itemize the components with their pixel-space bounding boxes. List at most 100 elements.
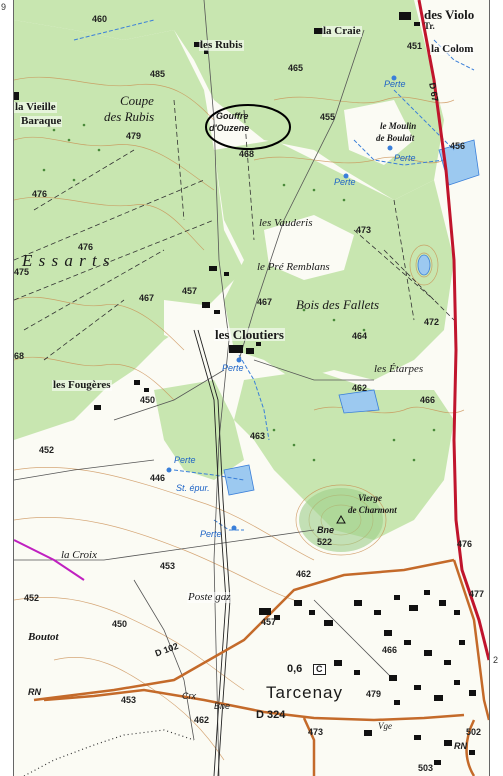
spot-height-460: 460	[92, 14, 108, 24]
place-de-boulait: de Boulait	[376, 133, 415, 143]
clearing-3	[164, 300, 214, 345]
place-la-croix: la Croix	[61, 549, 97, 561]
spot-height-476b: 476	[78, 242, 94, 252]
edge-number-top: 9	[1, 2, 7, 12]
pond-etarpes	[338, 389, 380, 414]
road-se-loop	[465, 719, 476, 776]
place-les-cloutiers: les Cloutiers	[214, 327, 285, 342]
spot-height-463: 463	[250, 431, 266, 441]
place-gouffre: Gouffre	[216, 111, 249, 121]
forest-west	[14, 20, 244, 440]
label-perte-6: Perte	[200, 529, 222, 539]
clearing-1	[264, 215, 354, 280]
spot-height-464: 464	[352, 331, 368, 341]
map-canvas	[14, 0, 489, 776]
spot-height-457: 457	[182, 286, 198, 296]
road-label-rn-1: RN	[28, 687, 41, 697]
place-vierge: Vierge	[358, 493, 382, 503]
power-line	[14, 539, 85, 581]
spot-height-476c: 476	[457, 539, 473, 549]
spot-height-446: 446	[150, 473, 166, 483]
label-crx: Crx	[182, 691, 196, 701]
spot-height-522: 522	[317, 537, 333, 547]
spot-height-453a: 453	[160, 561, 176, 571]
spot-height-473b: 473	[308, 727, 324, 737]
pond-station	[223, 464, 255, 496]
orchard-dots	[42, 123, 436, 462]
place-bois-des-fallets: Bois des Fallets	[296, 297, 380, 312]
label-vge: Vge	[378, 721, 392, 731]
spot-height-473: 473	[356, 225, 372, 235]
pond-east	[417, 254, 431, 276]
spot-height-457b: 457	[261, 617, 277, 627]
label-poste-gaz: Poste gaz	[187, 591, 232, 603]
spot-height-462c: 462	[194, 715, 210, 725]
spot-height-479b: 479	[366, 689, 382, 699]
hill-contour-5	[415, 252, 433, 278]
right-margin: 2	[490, 0, 503, 776]
label-bne-boundary: Bne	[214, 701, 231, 711]
forest-southwest	[154, 380, 244, 480]
road-south	[302, 717, 316, 776]
hill-contour-1	[295, 484, 387, 556]
main-road-d67	[417, 0, 489, 661]
label-perte-2: Perte	[394, 153, 416, 163]
spot-height-68: 68	[14, 351, 25, 361]
place-des-rubis: des Rubis	[104, 109, 155, 124]
spot-height-450a: 450	[140, 395, 156, 405]
spot-height-452a: 452	[39, 445, 55, 455]
place-le-moulin: le Moulin	[380, 121, 417, 131]
label-0-6: 0,6	[287, 663, 303, 675]
spot-height-476a: 476	[32, 189, 48, 199]
hill-shade	[299, 488, 383, 552]
spot-height-465: 465	[288, 63, 304, 73]
summit-marker	[336, 514, 346, 524]
spot-height-453b: 453	[121, 695, 137, 705]
tracks-double	[193, 329, 231, 776]
spot-height-455: 455	[320, 112, 336, 122]
road-label-d67: D 67	[427, 81, 441, 103]
spot-height-479: 479	[126, 131, 142, 141]
spot-height-451: 451	[407, 41, 423, 51]
hill-contour-4	[409, 244, 439, 286]
spot-height-462b: 462	[296, 569, 312, 579]
spot-height-477: 477	[469, 589, 485, 599]
spot-height-472: 472	[424, 317, 440, 327]
label-perte-4: Perte	[222, 363, 244, 373]
spot-height-467a: 467	[139, 293, 155, 303]
label-bne-summit: Bne	[317, 525, 335, 535]
forest-north	[14, 0, 444, 200]
place-la-craie: la Craie	[322, 25, 362, 37]
road-d324	[43, 688, 465, 722]
place-le-pre-remblans: le Pré Remblans	[257, 261, 330, 273]
secondary-roads	[33, 558, 489, 776]
annotation-circle-gouffre	[205, 104, 291, 150]
spot-height-450b: 450	[112, 619, 128, 629]
clearing-2	[344, 100, 414, 165]
label-box-c: C	[313, 664, 326, 675]
spot-height-466a: 466	[420, 395, 436, 405]
road-label-rn-2: RN	[454, 741, 467, 751]
place-des-violons: des Violo	[424, 7, 475, 22]
buildings	[14, 12, 476, 765]
place-les-rubis: les Rubis	[199, 39, 244, 51]
place-essarts: E s s a r t s	[22, 251, 111, 270]
place-la-vieille: la Vieille	[14, 101, 57, 113]
label-perte-5: Perte	[174, 455, 196, 465]
sinkhole-symbols	[166, 75, 397, 531]
place-d-ouzene: d'Ouzene	[209, 123, 250, 133]
label-perte-1: Perte	[384, 79, 406, 89]
spot-height-475: 475	[14, 267, 30, 277]
spot-height-468: 468	[239, 149, 255, 159]
spot-height-467b: 467	[257, 297, 273, 307]
topographic-map[interactable]: 460 des Violo Tr. la Craie 451 la Colom …	[13, 0, 490, 776]
spot-height-503: 503	[418, 763, 434, 773]
place-boutot: Boutot	[28, 631, 59, 643]
spot-height-462a: 462	[352, 383, 368, 393]
place-la-colombiere: la Colom	[430, 43, 475, 55]
place-les-vauderis: les Vauderis	[259, 217, 313, 229]
place-les-etarpes: les Étarpes	[374, 363, 424, 375]
spot-height-456: 456	[450, 141, 466, 151]
label-station-epuration: St. épur.	[176, 483, 210, 493]
spot-height-452b: 452	[24, 593, 40, 603]
